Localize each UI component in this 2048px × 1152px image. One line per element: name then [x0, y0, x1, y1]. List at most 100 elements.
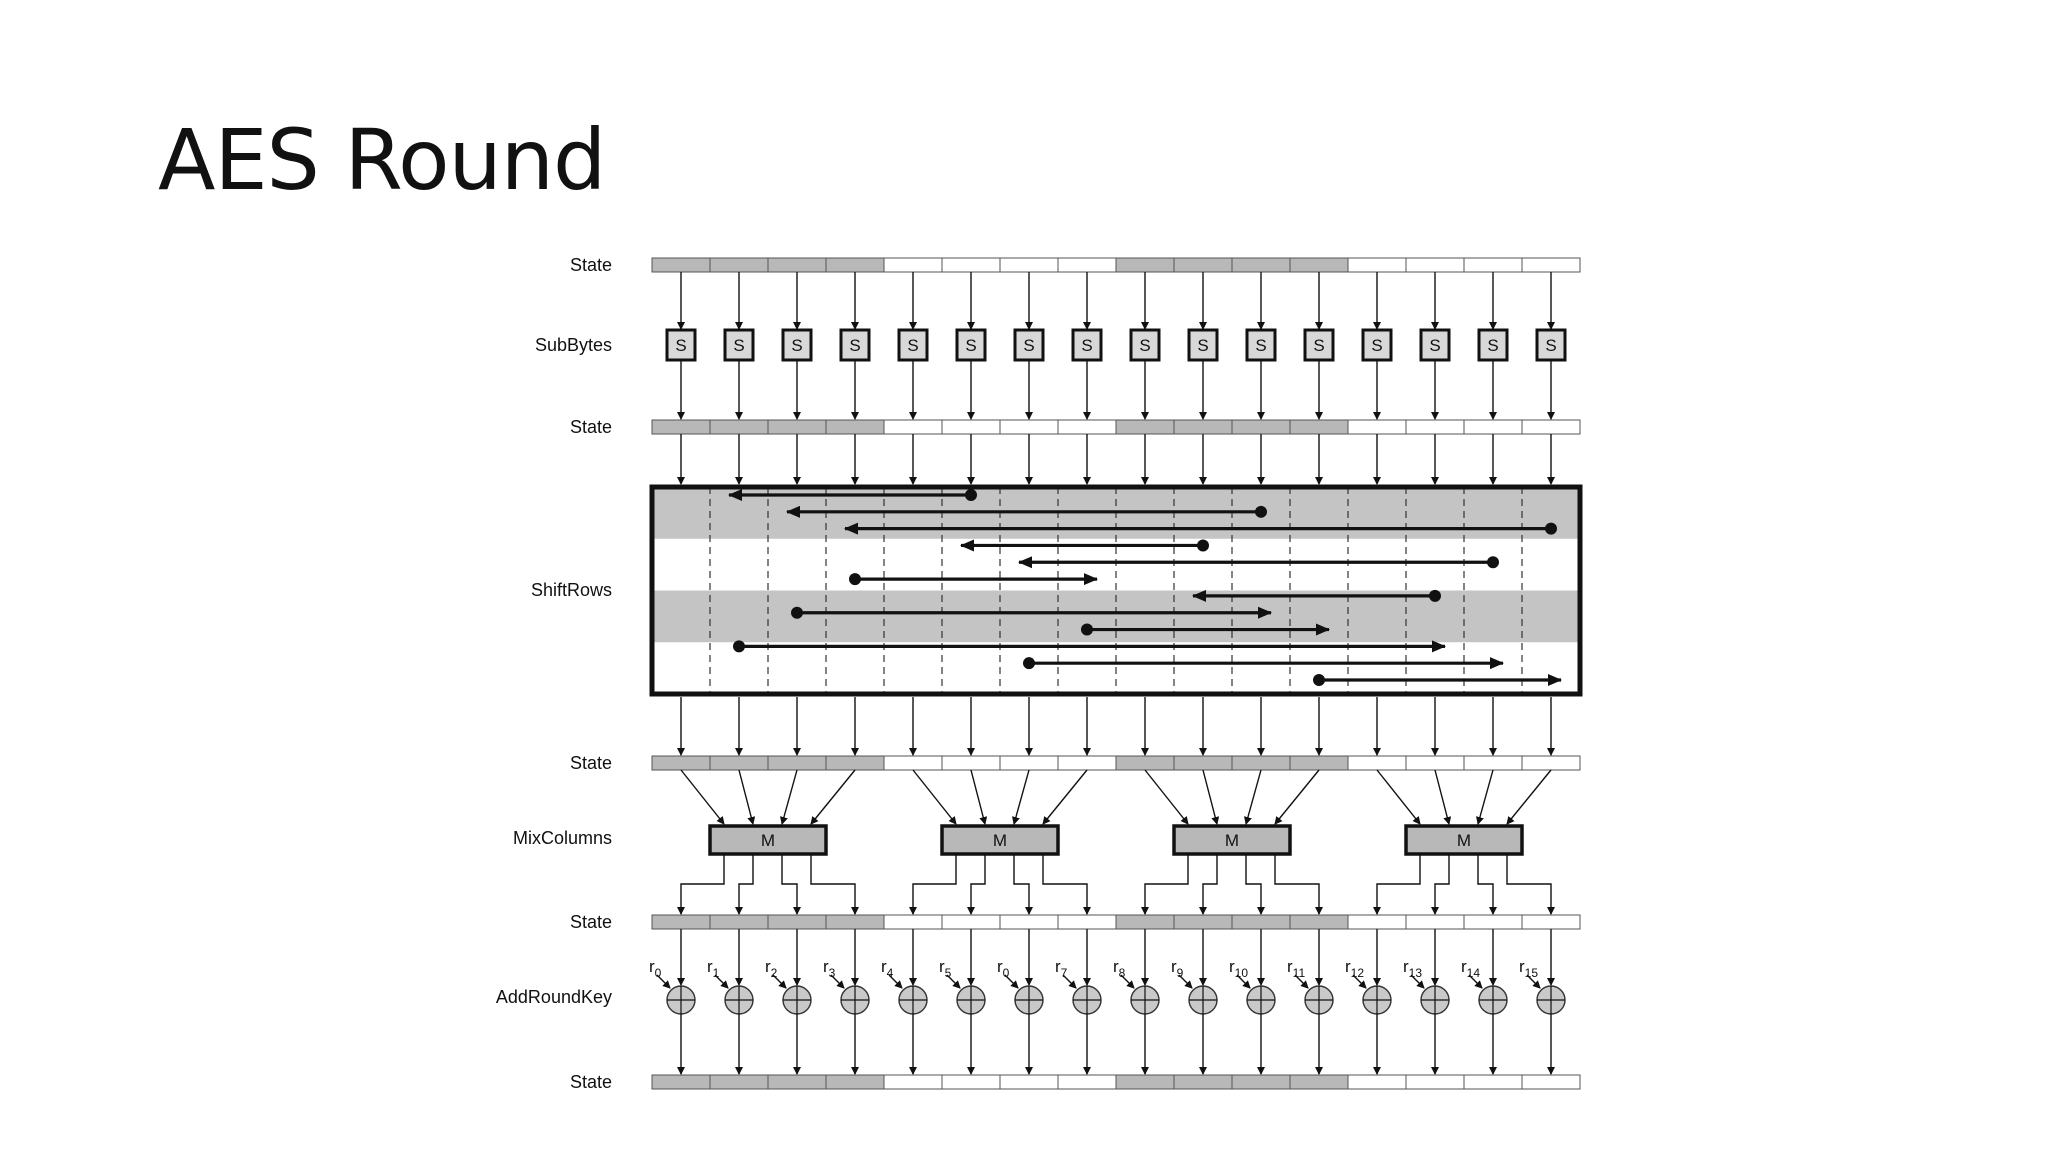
shiftrows-dot	[1081, 623, 1093, 636]
round-key-label: r12	[1345, 957, 1364, 980]
round-key-subscript: 3	[829, 966, 836, 980]
state-cell	[767, 419, 827, 435]
sbox-label: S	[1429, 336, 1440, 355]
shiftrows-dot	[1429, 589, 1441, 602]
state-cell	[1405, 257, 1465, 273]
state-cell	[1347, 755, 1407, 771]
round-key-arrow	[656, 974, 671, 989]
round-key-subscript: 0	[1003, 966, 1010, 980]
sbox-label: S	[1197, 336, 1208, 355]
mixcolumn-output	[1373, 854, 1421, 915]
sbox	[1187, 328, 1219, 362]
round-key-prefix: r	[649, 957, 655, 976]
shiftrows-dot	[1487, 556, 1499, 569]
round-key-arrow	[1468, 974, 1483, 989]
arrow	[1476, 769, 1494, 825]
sbox	[781, 328, 813, 362]
sbox-label: S	[907, 336, 918, 355]
sbox-label: S	[1313, 336, 1324, 355]
state-cell	[1289, 257, 1349, 273]
arrow	[1012, 769, 1030, 825]
round-key-prefix: r	[1461, 957, 1467, 976]
round-key-subscript: 2	[771, 966, 778, 980]
state-cell	[825, 755, 885, 771]
state-cell	[709, 914, 769, 930]
arrow	[680, 769, 725, 825]
state-cell	[941, 755, 1001, 771]
state-cell	[1521, 419, 1581, 435]
round-key-arrow	[946, 974, 961, 989]
round-key-label: r11	[1287, 957, 1305, 980]
sbox-label: S	[1487, 336, 1498, 355]
arrow	[1434, 769, 1452, 825]
state-cell	[709, 257, 769, 273]
state-cell	[1231, 1074, 1291, 1090]
round-key-prefix: r	[823, 957, 829, 976]
shiftrows-label: ShiftRows	[531, 580, 612, 600]
round-key-subscript: 13	[1409, 966, 1423, 980]
round-key-label: r1	[707, 957, 720, 980]
arrow	[1202, 769, 1220, 825]
round-key-label: r9	[1171, 957, 1184, 980]
round-key-subscript: 8	[1119, 966, 1126, 980]
mixcolumn-output	[810, 854, 859, 915]
state-cell	[1173, 1074, 1233, 1090]
round-key-subscript: 1	[713, 966, 720, 980]
round-key-label: r8	[1113, 957, 1126, 980]
state-cell	[651, 755, 711, 771]
state-cell	[1057, 755, 1117, 771]
round-key-label: r14	[1461, 957, 1480, 980]
state-cell	[709, 1074, 769, 1090]
shiftrows-dot	[849, 573, 861, 586]
state-cell	[1463, 419, 1523, 435]
round-key-arrow	[1062, 974, 1077, 989]
state-cell	[1115, 419, 1175, 435]
mixcolumn-label: M	[993, 831, 1007, 850]
mixcolumn-box	[1404, 824, 1524, 856]
mixcolumn-label: M	[761, 831, 775, 850]
state-cell	[1405, 1074, 1465, 1090]
round-key-label: r2	[765, 957, 778, 980]
state-cell	[651, 1074, 711, 1090]
state-cell	[883, 914, 943, 930]
slide-title: AES Round	[158, 111, 606, 209]
round-key-arrow	[714, 974, 729, 989]
mixcolumn-output	[1013, 854, 1033, 915]
round-key-prefix: r	[1055, 957, 1061, 976]
shiftrows-dot	[1197, 539, 1209, 552]
state-cell	[1347, 257, 1407, 273]
round-key-prefix: r	[1171, 957, 1177, 976]
mixcolumn-output	[967, 854, 986, 915]
state-cell	[709, 755, 769, 771]
state-label-5: State	[570, 1072, 612, 1092]
sbox-label: S	[791, 336, 802, 355]
round-key-label: r15	[1519, 957, 1538, 980]
state-cell	[1057, 914, 1117, 930]
round-key-subscript: 10	[1235, 966, 1249, 980]
state-cell	[1289, 914, 1349, 930]
round-key-prefix: r	[881, 957, 887, 976]
mixcolumn-box	[940, 824, 1060, 856]
state-cell	[1173, 257, 1233, 273]
mixcolumn-label: M	[1457, 831, 1471, 850]
arrow	[1376, 769, 1421, 825]
mixcolumn-output	[1274, 854, 1323, 915]
state-cell	[999, 914, 1059, 930]
state-cell	[1289, 755, 1349, 771]
state-cell	[1463, 257, 1523, 273]
mixcolumn-output	[1141, 854, 1189, 915]
subbytes-label: SubBytes	[535, 335, 612, 355]
state-cell	[1521, 257, 1581, 273]
round-key-subscript: 9	[1177, 966, 1184, 980]
state-cell	[941, 419, 1001, 435]
state-cell	[767, 755, 827, 771]
state-cell	[825, 257, 885, 273]
round-key-arrow	[1352, 974, 1367, 989]
state-label-2: State	[570, 417, 612, 437]
arrow	[1274, 769, 1320, 825]
state-cell	[1115, 1074, 1175, 1090]
round-key-prefix: r	[707, 957, 713, 976]
mixcolumn-label: M	[1225, 831, 1239, 850]
state-cell	[1289, 1074, 1349, 1090]
sbox-label: S	[1371, 336, 1382, 355]
